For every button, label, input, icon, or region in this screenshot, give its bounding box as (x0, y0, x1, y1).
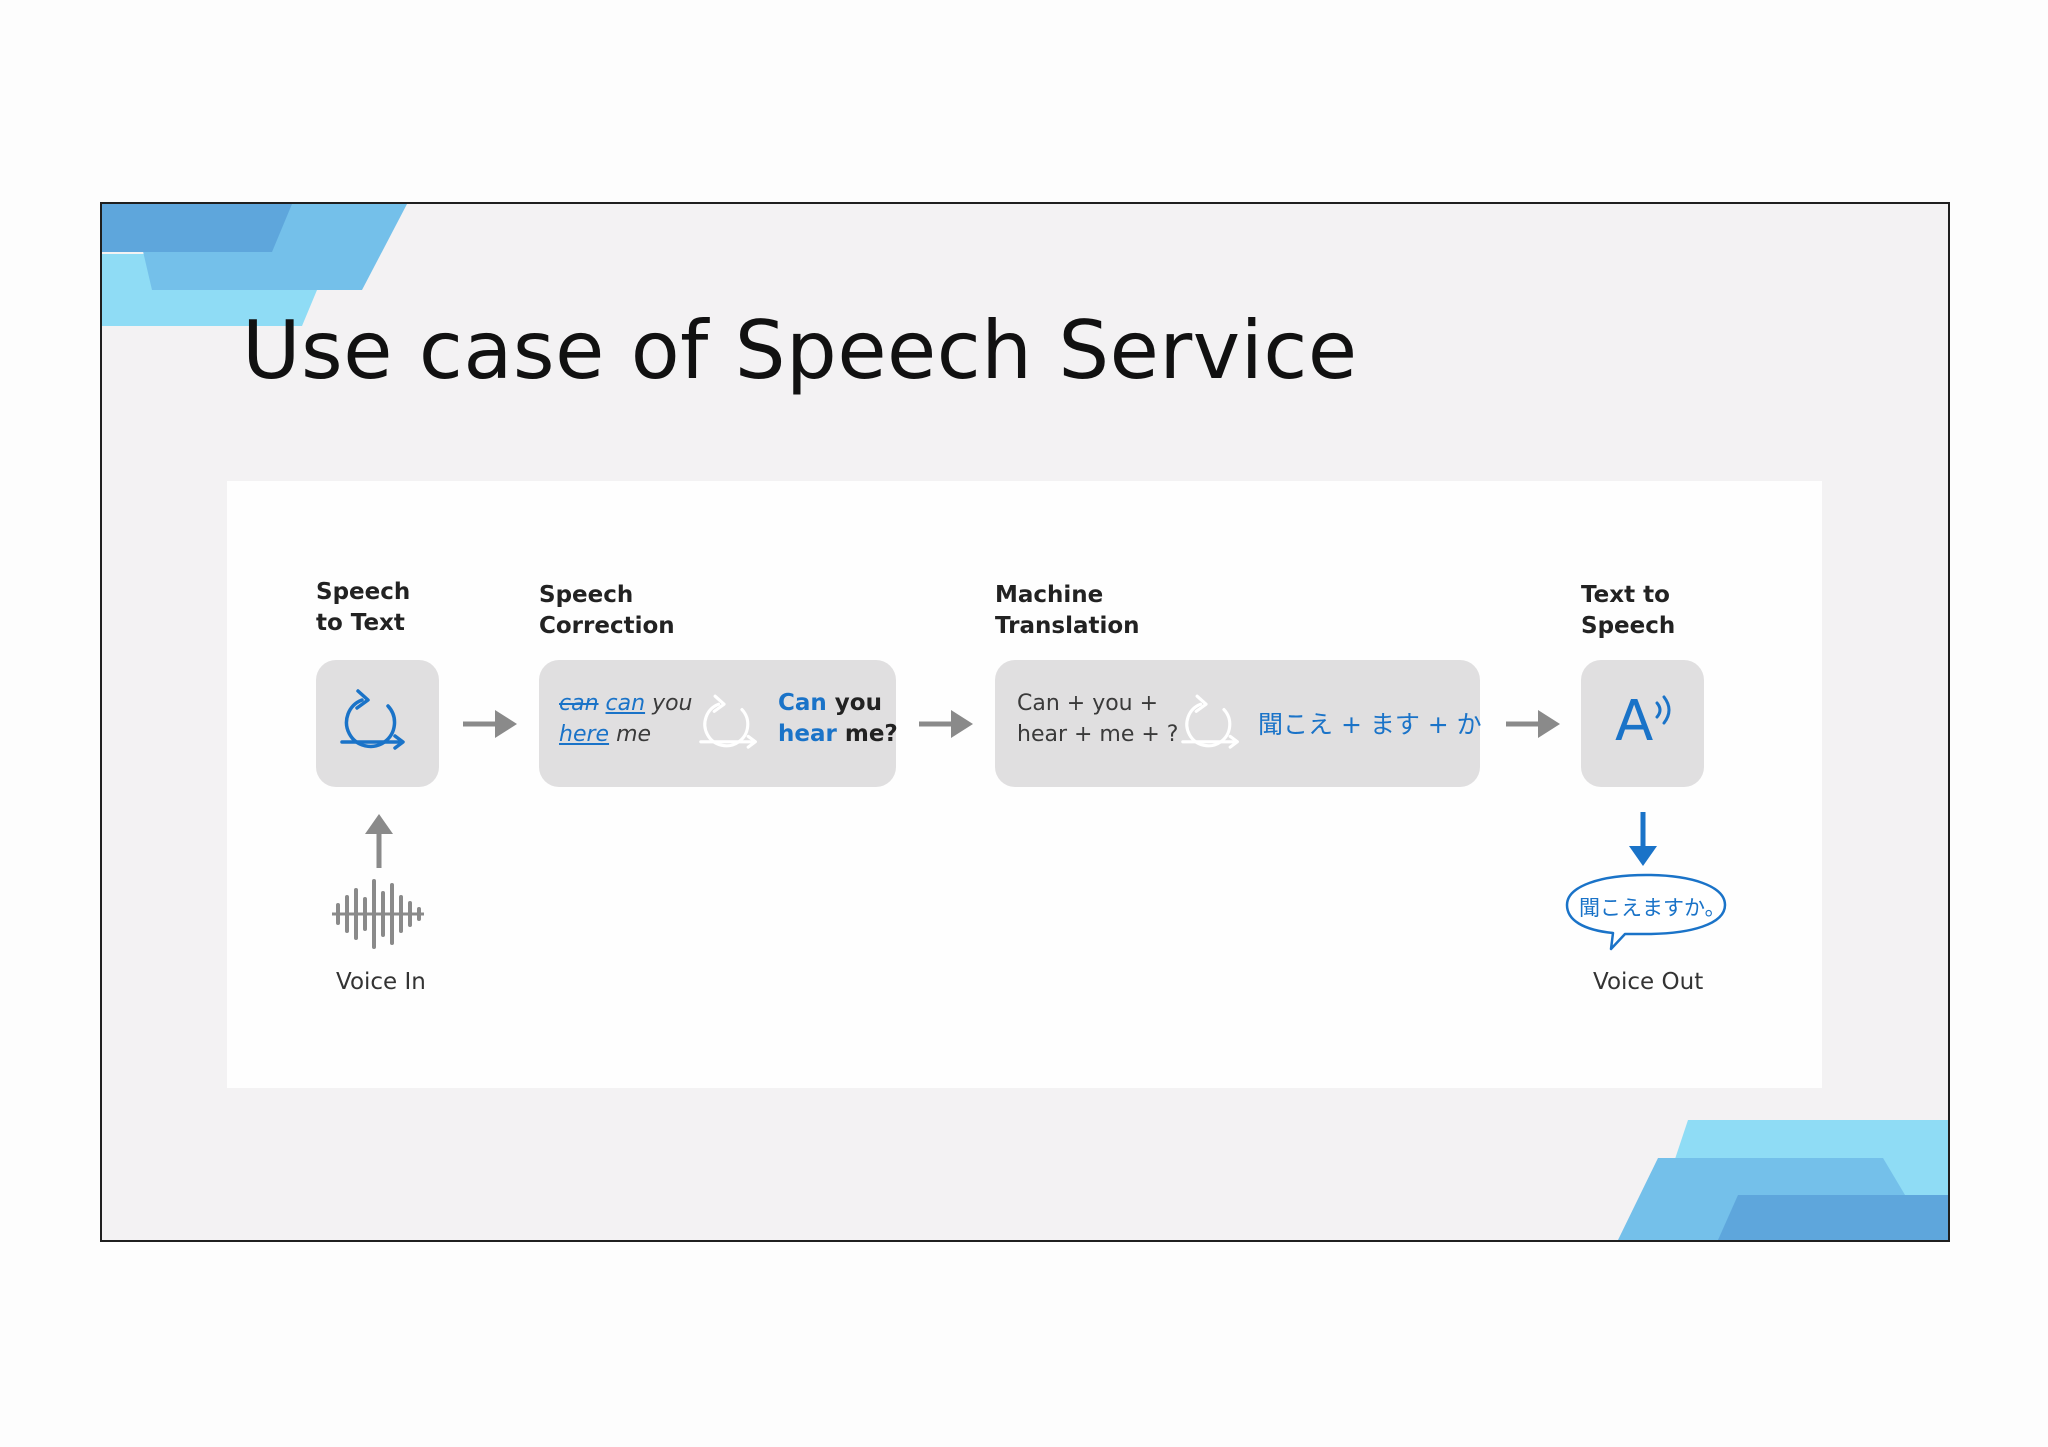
output-word: you (834, 690, 882, 716)
voice-in-label: Voice In (336, 969, 426, 995)
misheard-word: here (559, 722, 610, 747)
correction-output-line1: Can you (778, 690, 882, 716)
speaker-letter-icon (1655, 695, 1671, 725)
refresh-arrow-icon (1181, 694, 1239, 749)
corner-decoration-top-left (102, 204, 407, 326)
slide: Use case of Speech Service Speech to Tex… (100, 202, 1950, 1242)
text-to-speech-box: A (1581, 660, 1704, 787)
speech-correction-box: can can you here me Can you hear me? (539, 660, 898, 787)
right-arrow-icon (463, 710, 517, 738)
output-word: Can (778, 690, 827, 716)
voice-out-label: Voice Out (1593, 969, 1704, 995)
stage-label-speech-to-text: Speech to Text (316, 579, 411, 636)
translation-input-line2: hear + me + ? (1017, 722, 1179, 747)
output-word: me? (844, 721, 898, 747)
speech-to-text-box (316, 660, 439, 787)
output-word: hear (778, 721, 837, 747)
correction-output-line2: hear me? (778, 721, 898, 747)
correction-input-line2: here me (559, 722, 651, 747)
stage-label-text-to-speech: Text to Speech (1581, 582, 1676, 639)
stage-label-speech-correction: Speech Correction (539, 582, 675, 639)
speech-bubble-icon (1565, 873, 1727, 951)
correction-input-line1: can can you (559, 691, 693, 716)
corner-decoration-bottom-right (1618, 1120, 1948, 1240)
struck-word: can (559, 691, 599, 716)
speech-bubble-text: 聞こえますか。 (1579, 896, 1726, 920)
down-arrow-icon (1629, 812, 1657, 866)
slide-title: Use case of Speech Service (242, 304, 1358, 397)
right-arrow-icon (919, 710, 973, 738)
up-arrow-icon (365, 814, 393, 868)
stage-label-machine-translation: Machine Translation (995, 582, 1140, 639)
refresh-arrow-icon (699, 694, 757, 749)
refresh-arrow-icon (340, 689, 405, 750)
translation-output: 聞こえ + ます + か (1258, 710, 1482, 739)
corrected-word: can (605, 691, 646, 716)
diagram-panel: Speech to Text Speech Correction Machine… (227, 481, 1822, 1088)
tts-letter: A (1615, 689, 1654, 754)
sound-wave-icon (332, 879, 424, 949)
input-word: you (652, 691, 693, 716)
input-word: me (616, 722, 652, 747)
machine-translation-box: Can + you + hear + me + ? 聞こえ + ます + か (995, 660, 1482, 787)
right-arrow-icon (1506, 710, 1560, 738)
translation-input-line1: Can + you + (1017, 691, 1159, 716)
